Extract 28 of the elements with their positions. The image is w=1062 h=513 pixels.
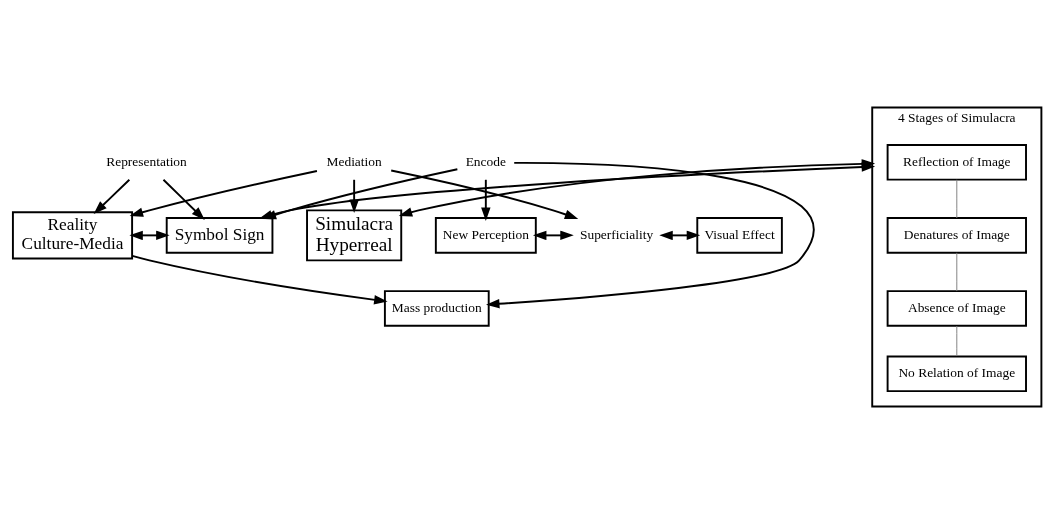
arrow (349, 178, 359, 213)
node-box: New Perception (434, 216, 537, 254)
arrow (131, 254, 388, 304)
node-box: Symbol Sign (165, 216, 274, 254)
arrow (129, 230, 170, 240)
arrow (162, 178, 205, 220)
arrow (486, 161, 814, 308)
node-box: Simulacra Hyperreal (306, 208, 403, 261)
node-text: Mediation (326, 153, 382, 169)
node-text: Superficiality (579, 226, 654, 242)
arrow (659, 230, 701, 240)
node-text: Encode (465, 153, 506, 169)
arrow (532, 230, 574, 240)
arrow (390, 169, 579, 219)
connector (956, 251, 958, 292)
arrow (481, 178, 491, 221)
node-box: No Relation of Image (886, 355, 1027, 392)
node-box: Reflection of Image (886, 143, 1027, 181)
arrow (262, 167, 459, 219)
node-text: Representation (106, 153, 187, 169)
node-box: Visual Effect (696, 216, 783, 254)
arrow (93, 178, 131, 214)
node-box: Mass production (383, 289, 490, 327)
node-box: Absence of Image (886, 289, 1027, 327)
node-box: Reality Culture-Media (11, 210, 134, 259)
node-box: Denatures of Image (886, 216, 1027, 254)
connector (956, 325, 958, 357)
connector (956, 178, 958, 218)
